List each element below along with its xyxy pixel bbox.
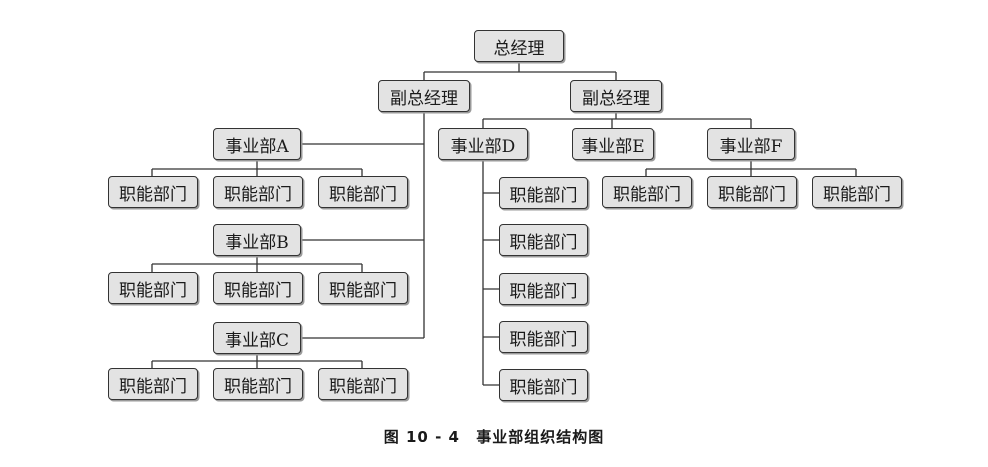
general-manager-box: 总经理	[474, 30, 564, 62]
functional-dept-box: 职能部门	[499, 177, 588, 209]
functional-dept-box: 职能部门	[213, 368, 303, 400]
connector-c-depts	[151, 354, 363, 368]
connector-f-depts	[645, 160, 857, 176]
functional-dept-box: 职能部门	[108, 176, 198, 208]
deputy-general-manager-left-box: 副总经理	[378, 80, 470, 112]
division-a-box: 事业部A	[213, 128, 301, 160]
functional-dept-box: 职能部门	[213, 176, 303, 208]
functional-dept-box: 职能部门	[499, 321, 588, 353]
functional-dept-box: 职能部门	[108, 368, 198, 400]
deputy-general-manager-right-box: 副总经理	[570, 80, 662, 112]
functional-dept-box: 职能部门	[707, 176, 797, 208]
connector-b-depts	[151, 256, 363, 272]
connector-root-vps	[423, 62, 617, 80]
functional-dept-box: 职能部门	[213, 272, 303, 304]
functional-dept-box: 职能部门	[108, 272, 198, 304]
figure-number: 图 10 - 4	[383, 428, 460, 446]
connector-d-depts	[482, 160, 499, 386]
division-c-box: 事业部C	[213, 322, 301, 354]
functional-dept-box: 职能部门	[499, 273, 588, 305]
connector-vp-left-divisions	[300, 112, 425, 339]
functional-dept-box: 职能部门	[499, 369, 588, 401]
connector-vp-right-divisions	[482, 112, 752, 128]
connector-a-depts	[151, 160, 363, 176]
functional-dept-box: 职能部门	[812, 176, 902, 208]
figure-caption: 图 10 - 4 事业部组织结构图	[0, 426, 988, 447]
division-f-box: 事业部F	[707, 128, 795, 160]
division-e-box: 事业部E	[572, 128, 654, 160]
functional-dept-box: 职能部门	[318, 272, 408, 304]
functional-dept-box: 职能部门	[318, 368, 408, 400]
figure-title: 事业部组织结构图	[476, 428, 605, 446]
division-b-box: 事业部B	[213, 224, 301, 256]
functional-dept-box: 职能部门	[318, 176, 408, 208]
division-d-box: 事业部D	[438, 128, 528, 160]
functional-dept-box: 职能部门	[602, 176, 692, 208]
functional-dept-box: 职能部门	[499, 224, 588, 256]
